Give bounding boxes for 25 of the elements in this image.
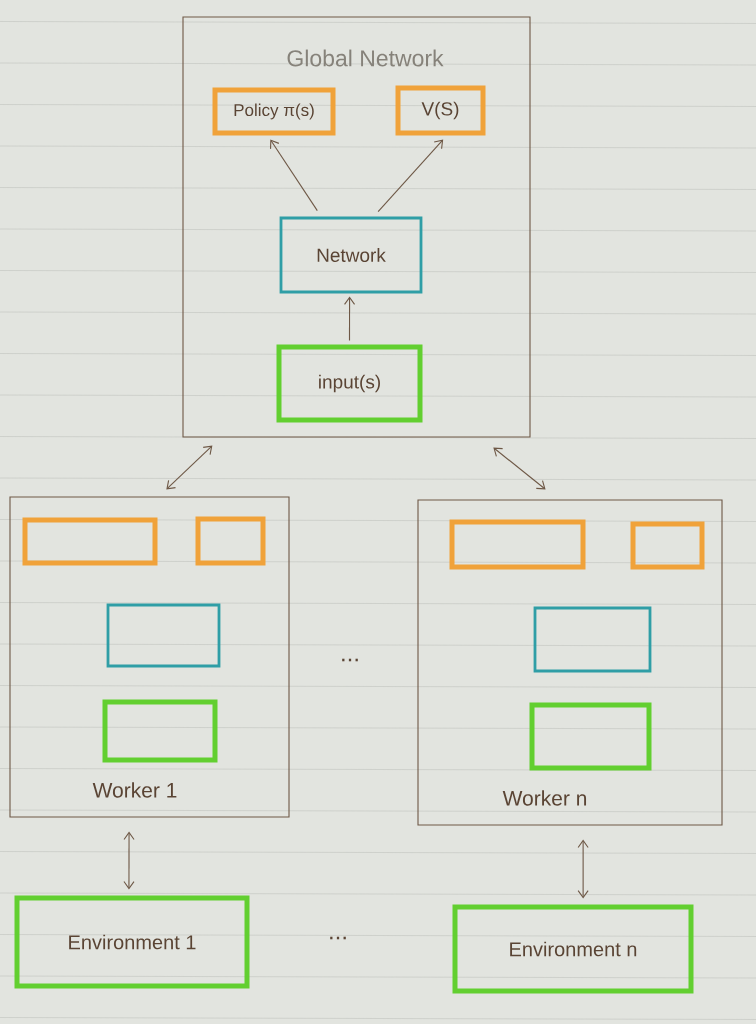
output-box: V(S): [395, 85, 486, 136]
ellipsis: ...: [342, 658, 358, 662]
network-box: Network: [279, 216, 423, 294]
empty-box: [102, 699, 218, 763]
output-box: Policy π(s): [212, 87, 336, 136]
empty-box: [22, 517, 158, 566]
empty-box: [533, 606, 652, 673]
empty-box: [195, 516, 266, 566]
worker-panel: Worker 1: [9, 496, 290, 818]
double-headed-arrow: [493, 447, 546, 490]
environment-box: Environment n: [452, 904, 694, 994]
double-headed-arrow: [166, 445, 213, 490]
arrow: [269, 139, 318, 212]
worker-panel: Worker n: [417, 499, 723, 826]
empty-box: [106, 603, 221, 668]
double-headed-arrow: [123, 831, 135, 890]
double-headed-arrow: [577, 839, 589, 899]
input-box: input(s): [276, 344, 423, 423]
environment-box: Environment 1: [14, 895, 250, 989]
empty-box: [630, 521, 705, 570]
empty-box: [529, 702, 652, 771]
arrow: [344, 296, 356, 342]
ellipsis: ...: [330, 936, 346, 940]
empty-box: [449, 519, 586, 570]
arrow: [377, 139, 444, 213]
